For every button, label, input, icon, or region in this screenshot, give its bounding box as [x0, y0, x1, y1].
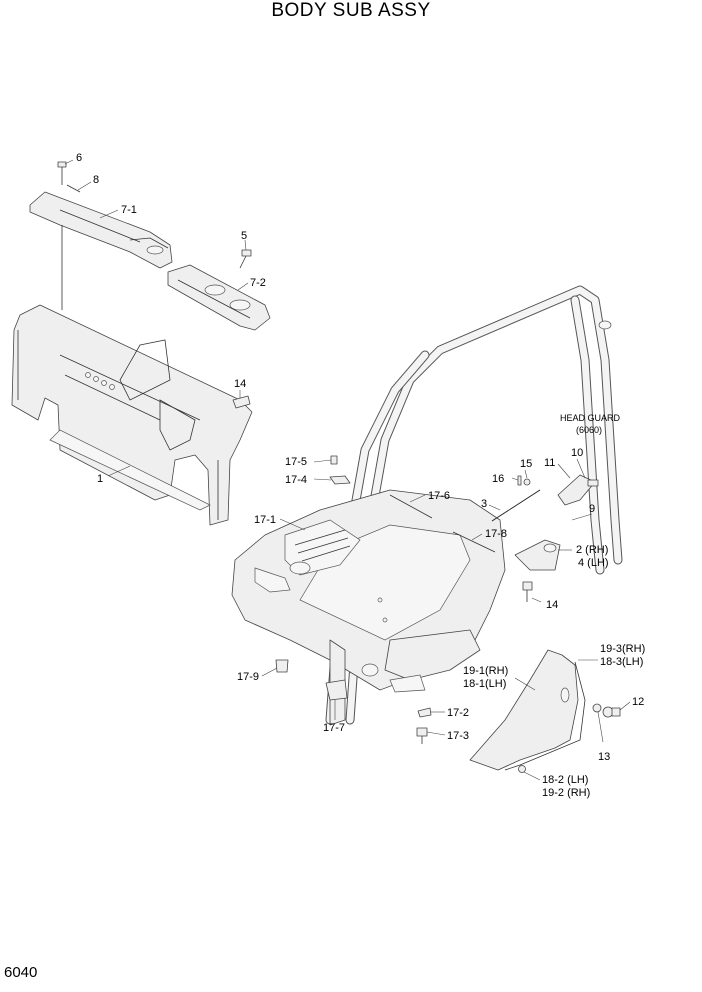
bolt-14-upper — [232, 395, 251, 409]
top-cover-7-1 — [29, 191, 173, 310]
label-18-2-lh: 18-2 (LH) — [542, 774, 588, 786]
label-1: 1 — [97, 473, 103, 485]
label-4-lh: 4 (LH) — [578, 557, 609, 569]
head-guard-ref: (6060) — [576, 425, 602, 435]
clip-17-2 — [417, 707, 432, 718]
pin-16 — [517, 475, 522, 486]
label-15: 15 — [520, 458, 532, 470]
label-7-1: 7-1 — [121, 204, 137, 216]
grommet-18-2 — [518, 765, 526, 773]
label-18-1-lh: 18-1(LH) — [463, 678, 506, 690]
label-6: 6 — [76, 152, 82, 164]
label-8: 8 — [93, 174, 99, 186]
label-14-lower: 14 — [546, 599, 558, 611]
label-11: 11 — [544, 457, 555, 469]
bolt-5 — [239, 249, 252, 269]
label-17-5: 17-5 — [285, 456, 307, 468]
seal-17-6 — [389, 494, 433, 519]
part-labels: 6 8 7-1 5 7-2 14 1 17-5 17-4 17-1 17-6 1… — [76, 152, 645, 799]
label-19-3-rh: 19-3(RH) — [600, 643, 645, 655]
page-number: 6040 — [4, 964, 38, 981]
clip-17-5 — [330, 455, 338, 465]
top-cover-7-2 — [167, 264, 271, 331]
label-17-9: 17-9 — [237, 671, 259, 683]
pad-17-4 — [329, 475, 351, 485]
bolt-14-lower — [522, 581, 533, 602]
label-16: 16 — [492, 473, 504, 485]
label-18-3-lh: 18-3(LH) — [600, 656, 643, 668]
label-17-2: 17-2 — [447, 707, 469, 719]
label-13: 13 — [598, 751, 610, 763]
label-7-2: 7-2 — [250, 277, 266, 289]
bracket-2-4 — [514, 539, 561, 571]
nut-15 — [523, 478, 531, 486]
hinge-11-10 — [557, 474, 599, 506]
rear-panel-1 — [11, 304, 253, 526]
label-9: 9 — [589, 503, 595, 515]
label-10: 10 — [571, 447, 583, 459]
label-17-3: 17-3 — [447, 730, 469, 742]
latch-17-7 — [325, 679, 348, 701]
bolt-17-3 — [416, 727, 428, 744]
label-17-6: 17-6 — [428, 490, 450, 502]
label-19-2-rh: 19-2 (RH) — [542, 787, 590, 799]
label-17-1: 17-1 — [254, 514, 276, 526]
floor-panel-17-1 — [231, 489, 506, 726]
leader-lines — [64, 159, 631, 781]
foot-17-9 — [275, 659, 289, 673]
bolt-6 — [57, 161, 67, 185]
gas-spring-3 — [491, 489, 541, 522]
knob-12 — [602, 706, 621, 718]
label-14-upper: 14 — [234, 378, 246, 390]
washer-13 — [592, 703, 602, 713]
diagram-title: BODY SUB ASSY — [271, 0, 431, 21]
label-3: 3 — [481, 498, 487, 510]
pin-8 — [66, 184, 81, 193]
label-2-rh: 2 (RH) — [576, 544, 608, 556]
side-cover-19-1-18-1 — [469, 649, 586, 771]
label-5: 5 — [241, 230, 247, 242]
label-17-4: 17-4 — [285, 474, 307, 486]
label-12: 12 — [632, 696, 644, 708]
label-17-8: 17-8 — [485, 528, 507, 540]
seal-17-8 — [452, 531, 496, 553]
label-17-7: 17-7 — [323, 722, 345, 734]
label-19-1-rh: 19-1(RH) — [463, 665, 508, 677]
head-guard-note: HEAD GUARD — [560, 413, 621, 423]
